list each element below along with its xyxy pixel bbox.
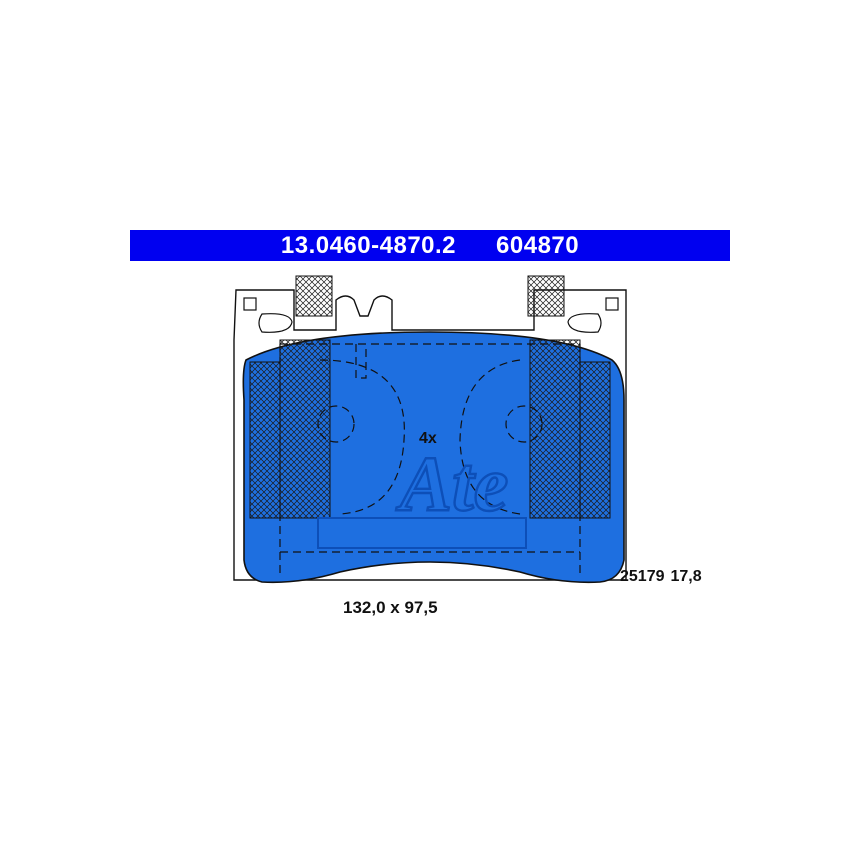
wva-number: 25179	[620, 568, 665, 585]
brand-watermark: Ate	[395, 440, 508, 527]
right-ear-slot	[605, 297, 619, 311]
right-upper-clip	[527, 275, 565, 317]
left-piston-arc	[319, 359, 405, 515]
part-number-banner: 13.0460-4870.2 604870	[130, 230, 730, 261]
right-inner-shim	[529, 339, 581, 519]
wva-thickness-label: 25179 17,8	[620, 568, 702, 586]
sensor-slot	[355, 344, 367, 379]
dimensions-label: 132,0 x 97,5	[343, 598, 438, 617]
left-outer-shim	[249, 361, 281, 519]
right-piston-hole	[505, 405, 543, 443]
right-piston-arc	[459, 359, 521, 515]
pad-thickness: 17,8	[670, 568, 702, 585]
left-inner-shim	[279, 339, 331, 519]
left-upper-clip	[295, 275, 333, 317]
watermark-frame	[317, 517, 527, 549]
reference-number: 604870	[496, 231, 580, 259]
friction-material	[242, 331, 625, 584]
left-ear-slot	[243, 297, 257, 311]
right-outer-shim	[579, 361, 611, 519]
right-ear-hook	[567, 313, 602, 333]
left-piston-hole	[317, 405, 355, 443]
left-ear-hook	[258, 313, 293, 333]
part-number: 13.0460-4870.2	[280, 231, 457, 259]
quantity-label: 4x	[419, 430, 437, 447]
